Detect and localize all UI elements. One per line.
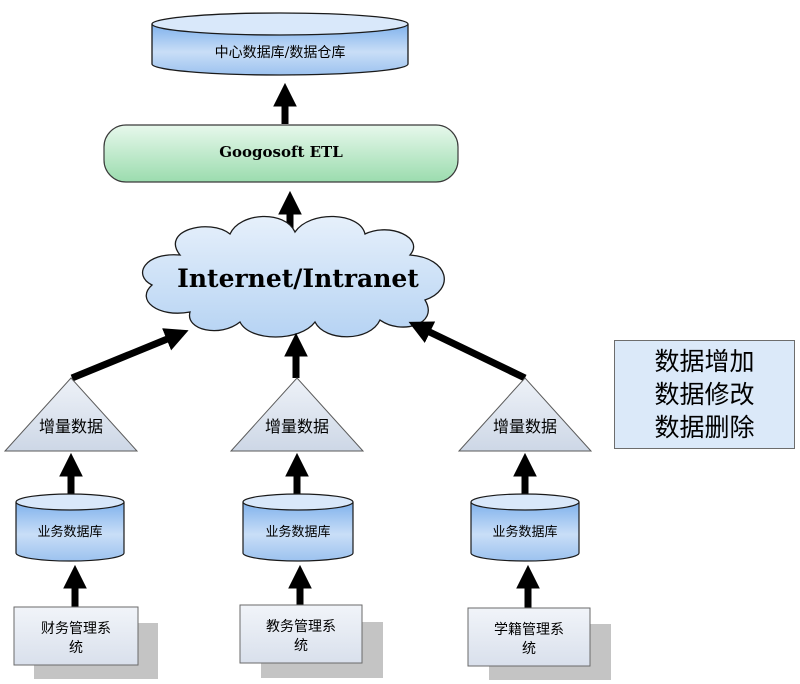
source-system-label-line2: 统 — [69, 640, 83, 656]
source-system-node-1: 财务管理系 统 — [13, 606, 158, 679]
network-label: Internet/Intranet — [177, 264, 419, 293]
incremental-data-label: 增量数据 — [39, 417, 103, 436]
incremental-data-node-2: 增量数据 — [229, 377, 365, 452]
legend-item-delete: 数据删除 — [654, 413, 755, 442]
etl-label: Googosoft ETL — [219, 143, 343, 161]
business-database-node-2: 业务数据库 — [242, 493, 354, 562]
incremental-data-label: 增量数据 — [493, 417, 557, 436]
source-system-label-line2: 统 — [294, 638, 308, 654]
business-database-label: 业务数据库 — [492, 524, 557, 540]
network-cloud-node: Internet/Intranet — [141, 215, 445, 338]
source-system-node-2: 教务管理系 统 — [239, 604, 383, 678]
source-system-label-line2: 统 — [522, 641, 536, 657]
change-types-legend: 数据增加 数据修改 数据删除 — [614, 340, 795, 449]
business-database-node-1: 业务数据库 — [15, 493, 125, 562]
business-database-label: 业务数据库 — [37, 524, 102, 540]
incremental-data-node-3: 增量数据 — [457, 377, 593, 452]
legend-item-update: 数据修改 — [654, 380, 755, 409]
incremental-data-node-1: 增量数据 — [3, 377, 139, 452]
etl-node: Googosoft ETL — [103, 124, 459, 183]
central-database-node: 中心数据库/数据仓库 — [151, 12, 409, 76]
source-system-node-3: 学籍管理系 统 — [467, 607, 611, 680]
arrow-incremental-1-to-network — [70, 328, 189, 382]
business-database-label: 业务数据库 — [265, 524, 330, 540]
source-system-label-line1: 教务管理系 — [266, 619, 336, 635]
central-database-label: 中心数据库/数据仓库 — [215, 45, 346, 61]
incremental-data-label: 增量数据 — [265, 417, 329, 436]
arrow-incremental-3-to-network — [408, 321, 527, 382]
source-system-label-line1: 学籍管理系 — [494, 621, 564, 638]
business-database-node-3: 业务数据库 — [470, 493, 580, 562]
source-system-label-line1: 财务管理系 — [41, 621, 111, 637]
legend-item-insert: 数据增加 — [654, 347, 755, 376]
